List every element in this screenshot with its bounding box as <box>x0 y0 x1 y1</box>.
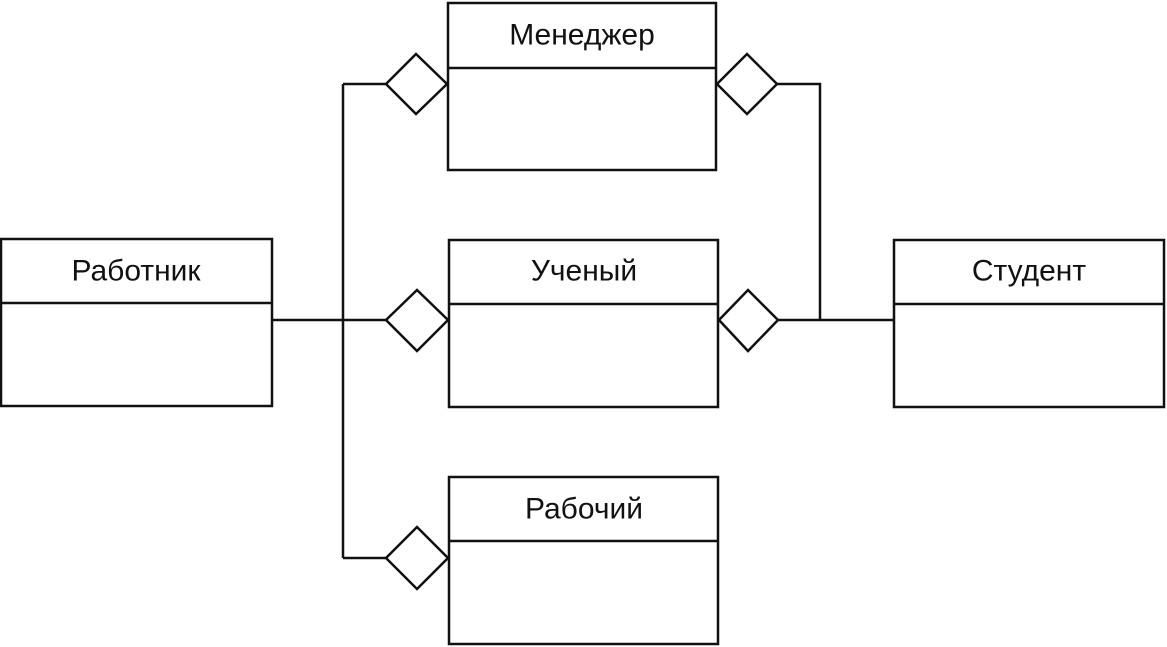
class-menedzher[interactable]: Менеджер <box>446 1 718 172</box>
class-uchenyi[interactable]: Ученый <box>447 238 720 409</box>
aggregation-diamond-uchenyi-right <box>717 288 780 353</box>
class-rabochii[interactable]: Рабочий <box>447 475 720 646</box>
aggregation-diamond-menedzher-right <box>715 52 779 116</box>
connector-menedzher-right <box>777 82 822 320</box>
class-student[interactable]: Студент <box>892 238 1166 409</box>
class-uchenyi-name: Ученый <box>531 255 637 288</box>
class-menedzher-name: Менеджер <box>509 19 655 52</box>
aggregation-diamond-rabochii-left <box>384 525 450 591</box>
class-rabotnik-name: Работник <box>71 255 201 288</box>
class-student-name: Студент <box>972 255 1087 288</box>
class-rabotnik[interactable]: Работник <box>0 237 274 408</box>
aggregation-diamonds <box>384 52 780 591</box>
aggregation-diamond-menedzher-left <box>384 52 449 116</box>
class-rabochii-name: Рабочий <box>525 493 643 526</box>
aggregation-diamond-uchenyi-left <box>384 288 450 353</box>
connectors <box>272 82 894 560</box>
